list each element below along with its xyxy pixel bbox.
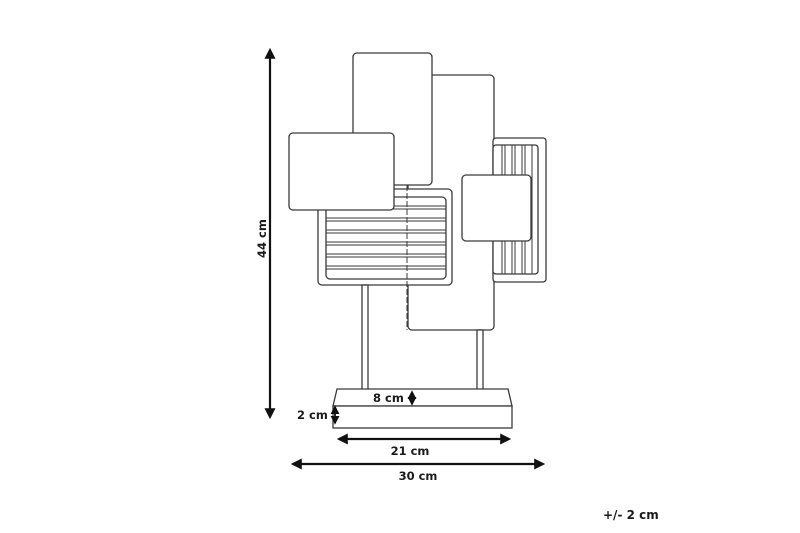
- base-depth-label: 8 cm: [373, 391, 404, 405]
- total-width-label: 30 cm: [399, 469, 438, 483]
- tolerance-note: +/- 2 cm: [603, 508, 659, 522]
- stem-right: [476, 329, 484, 399]
- stem-left: [361, 284, 369, 399]
- panel-left-landscape: [288, 132, 395, 211]
- base: [332, 388, 513, 429]
- base-width-label: 21 cm: [391, 444, 430, 458]
- panel-right-square: [461, 174, 532, 242]
- height-label: 44 cm: [255, 219, 269, 258]
- base-height-label: 2 cm: [297, 408, 328, 422]
